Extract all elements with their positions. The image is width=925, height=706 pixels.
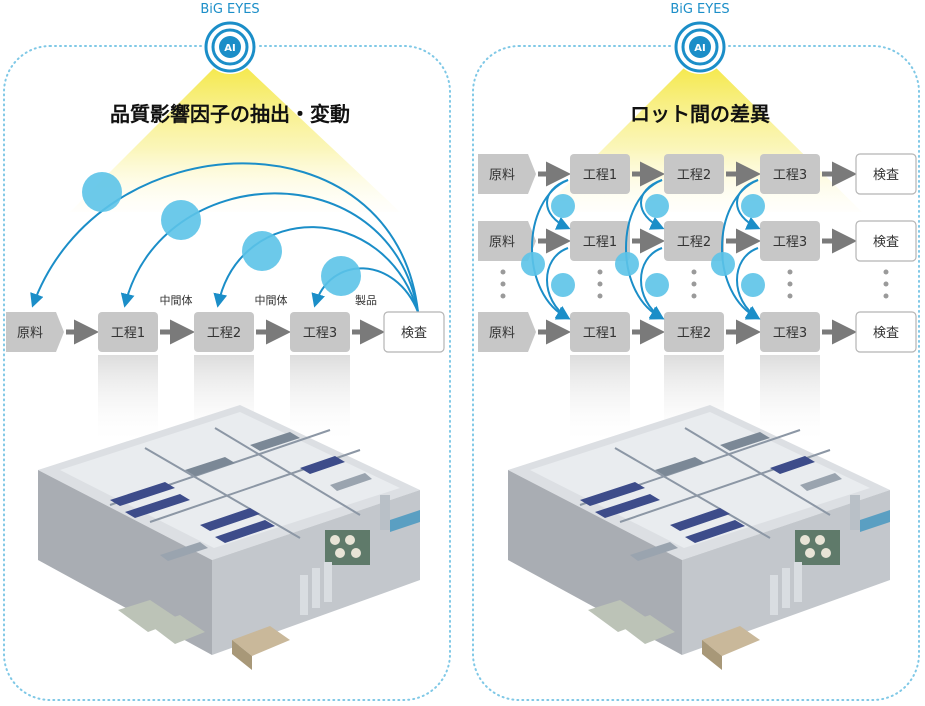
ai-badge: AI	[224, 43, 235, 54]
brand-name: BiG EYES	[200, 2, 259, 17]
lot-row: 原料 工程1 工程2 工程3 検査	[478, 220, 917, 262]
step-label: 工程1	[111, 326, 145, 341]
step-process-1	[570, 312, 630, 352]
feedback-arc	[311, 267, 419, 313]
step-label: 原料	[489, 326, 515, 341]
step-label: 原料	[489, 168, 515, 183]
factor-bubble	[321, 256, 361, 296]
step-label: 工程1	[583, 326, 617, 341]
step-process-1	[98, 312, 158, 352]
big-eyes-logo: BiG EYES AI	[200, 2, 260, 74]
step-process-2	[664, 221, 724, 261]
ai-beam	[70, 52, 400, 212]
step-label: 工程2	[207, 326, 241, 341]
feedback-arc	[213, 226, 419, 313]
lot-row: 原料 工程1 工程2 工程3 検査	[478, 153, 917, 195]
step-label: 工程1	[583, 168, 617, 183]
factor-bubble	[741, 194, 765, 218]
panel-title: 品質影響因子の抽出・変動	[110, 102, 350, 126]
step-inspection	[383, 311, 445, 353]
step-inspection	[855, 311, 917, 353]
step-process-3	[760, 312, 820, 352]
step-label: 工程2	[677, 326, 711, 341]
step-raw-material	[478, 154, 536, 194]
factor-bubble	[615, 252, 639, 276]
lot-row: 原料 工程1 工程2 工程3 検査	[478, 311, 917, 353]
feedback-arc	[120, 192, 419, 313]
factory-illustration	[38, 405, 420, 670]
step-label: 工程3	[303, 326, 337, 341]
step-raw-material	[6, 312, 64, 352]
step-label: 工程2	[677, 168, 711, 183]
step-label: 検査	[873, 235, 899, 250]
left-panel: BiG EYES AI 品質影響因子の抽出・変動 原料 工程1 工程2	[3, 2, 451, 701]
step-inspection	[855, 153, 917, 195]
right-panel: BiG EYES AI ロット間の差異 原料 工程1 工程2 工程3	[472, 2, 920, 701]
step-label: 検査	[401, 326, 427, 341]
flow-label: 製品	[355, 293, 377, 307]
step-process-2	[664, 312, 724, 352]
panel-title: ロット間の差異	[630, 102, 770, 126]
feedback-arc	[30, 162, 419, 313]
step-label: 原料	[17, 326, 43, 341]
step-process-2	[194, 312, 254, 352]
step-label: 工程3	[773, 168, 807, 183]
ellipsis-dots	[500, 269, 889, 299]
step-raw-material	[478, 312, 536, 352]
step-label: 工程2	[677, 235, 711, 250]
factor-bubble	[242, 231, 282, 271]
step-inspection	[855, 220, 917, 262]
step-label: 工程3	[773, 235, 807, 250]
factor-bubble	[645, 273, 669, 297]
ai-icon	[689, 36, 711, 58]
step-process-2	[664, 154, 724, 194]
step-label: 検査	[873, 326, 899, 341]
step-raw-material	[478, 221, 536, 261]
step-label: 工程1	[583, 235, 617, 250]
step-process-3	[290, 312, 350, 352]
factor-bubble	[161, 200, 201, 240]
flow-label: 中間体	[160, 293, 193, 307]
factory-illustration	[508, 405, 890, 670]
flow-label: 中間体	[255, 293, 288, 307]
factor-bubble	[551, 194, 575, 218]
factor-bubble	[551, 273, 575, 297]
step-process-3	[760, 154, 820, 194]
factor-bubble	[521, 252, 545, 276]
lot-comparison-arcs	[531, 179, 761, 320]
brand-name: BiG EYES	[670, 2, 729, 17]
factor-bubble	[645, 194, 669, 218]
ai-icon	[219, 36, 241, 58]
step-label: 原料	[489, 235, 515, 250]
factor-bubble	[82, 172, 122, 212]
step-label: 検査	[873, 168, 899, 183]
step-process-1	[570, 154, 630, 194]
step-label: 工程3	[773, 326, 807, 341]
big-eyes-logo: BiG EYES AI	[670, 2, 730, 74]
factor-bubble	[741, 273, 765, 297]
ai-badge: AI	[694, 43, 705, 54]
factor-bubble	[711, 252, 735, 276]
step-process-3	[760, 221, 820, 261]
step-process-1	[570, 221, 630, 261]
